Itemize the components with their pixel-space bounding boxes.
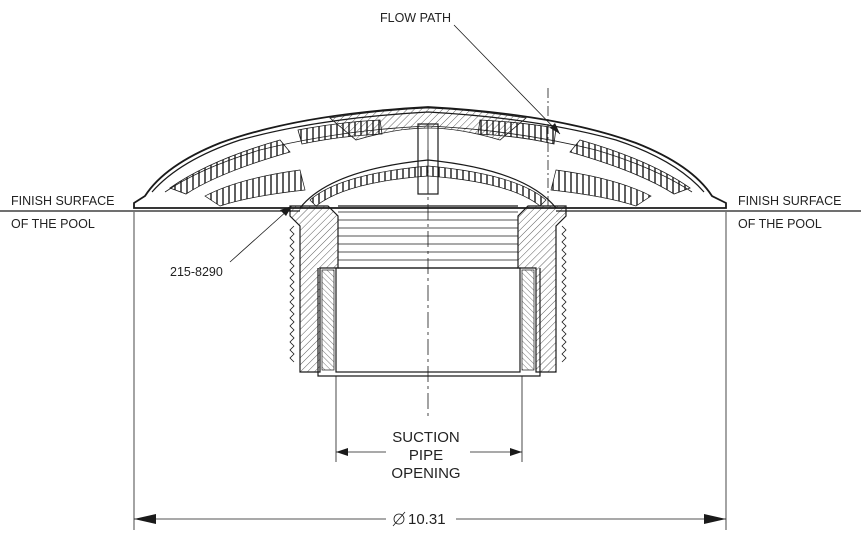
threaded-sump-body xyxy=(289,150,567,420)
part-number-label: 215-8290 xyxy=(170,265,223,279)
finish-surface-right-label-line2: OF THE POOL xyxy=(738,217,822,231)
suction-label-line3: OPENING xyxy=(391,465,460,482)
suction-label-line2: PIPE xyxy=(409,447,443,464)
flow-path-label: FLOW PATH xyxy=(380,11,451,25)
overall-diameter-dimension xyxy=(133,212,727,530)
dome-cover xyxy=(133,88,727,209)
part-number-leader xyxy=(229,206,292,263)
diameter-value: 10.31 xyxy=(408,511,446,528)
finish-surface-right-label-line1: FINISH SURFACE xyxy=(738,194,842,208)
finish-surface-left-label-line2: OF THE POOL xyxy=(11,217,95,231)
suction-label-line1: SUCTION xyxy=(392,429,460,446)
diameter-symbol-icon xyxy=(392,511,406,527)
suction-opening-dimension xyxy=(335,376,523,462)
finish-surface-left-label-line1: FINISH SURFACE xyxy=(11,194,115,208)
flow-path-leader xyxy=(453,24,561,135)
